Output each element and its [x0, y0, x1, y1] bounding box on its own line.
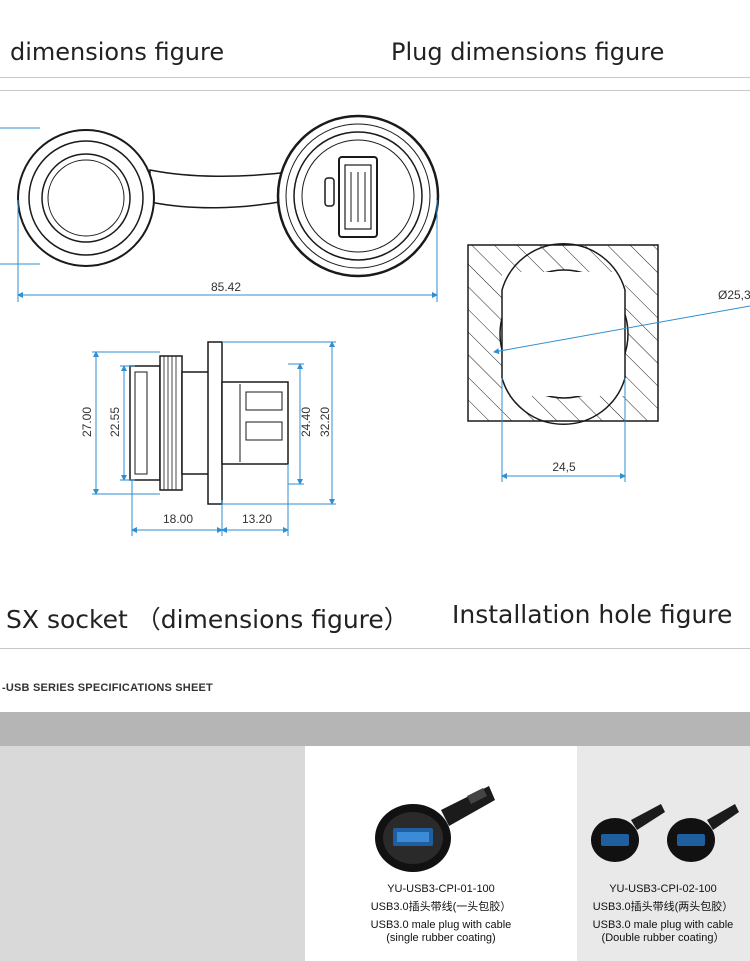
usb-plug-image [375, 786, 495, 872]
socket-dimensions-heading: SX socket （dimensions figure） [6, 605, 409, 634]
label-height-outer: 27.00 [80, 407, 94, 437]
socket-side-view [129, 341, 289, 505]
label-height-inner: 22.55 [108, 407, 122, 437]
plug-dimensions-heading-left: dimensions figure [10, 38, 225, 66]
divider-top [0, 77, 750, 78]
product-card-double: YU-USB3-CPI-02-100 USB3.0插头带线(两头包胶） USB3… [577, 746, 750, 961]
product-name-cn: USB3.0插头带线(两头包胶） [592, 901, 734, 913]
product-name-cn: USB3.0插头带线(一头包胶） [370, 901, 512, 913]
label-hole-diameter: Ø25,3 [718, 288, 750, 302]
label-width-total: 85.42 [211, 280, 241, 294]
installation-hole-drawing [467, 243, 659, 425]
dimension-width-total [0, 127, 438, 302]
plug-cap-top-view [17, 114, 440, 278]
label-height-flange: 24.40 [299, 407, 313, 437]
label-hole-width: 24,5 [552, 460, 576, 474]
plug-dimensions-heading-right: Plug dimensions figure [391, 38, 665, 66]
dimension-drawing: 85.42 2 [0, 114, 750, 536]
spec-sheet-title: -USB SERIES SPECIFICATIONS SHEET [2, 682, 213, 694]
product-card-single: YU-USB3-CPI-01-100 USB3.0插头带线(一头包胶） USB3… [305, 746, 577, 961]
label-length-front: 13.20 [242, 512, 272, 526]
spec-sheet-header-band [0, 712, 750, 746]
hole-dimension-lines [493, 305, 750, 482]
installation-hole-heading: Installation hole figure [452, 600, 733, 629]
divider-bottom [0, 648, 750, 649]
product-note: (Double rubber coating） [601, 932, 725, 944]
label-length-body: 18.00 [163, 512, 193, 526]
product-name-en: USB3.0 male plug with cable [370, 919, 512, 931]
socket-dimension-lines [92, 341, 336, 536]
product-model: YU-USB3-CPI-01-100 [387, 883, 495, 895]
product-name-en: USB3.0 male plug with cable [592, 919, 734, 931]
spec-panel-left [0, 746, 305, 961]
product-model: YU-USB3-CPI-02-100 [609, 883, 717, 895]
product-note: (single rubber coating) [386, 932, 496, 944]
usb-plug-pair-image [591, 804, 739, 862]
label-height-total: 32.20 [318, 407, 332, 437]
divider-top-2 [0, 90, 750, 91]
